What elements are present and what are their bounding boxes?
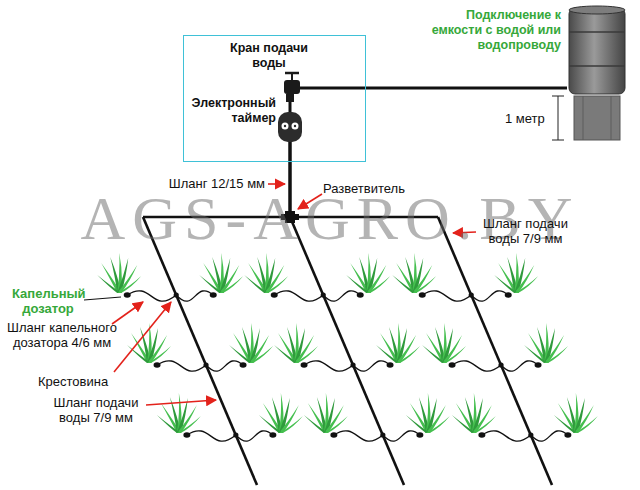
dripper-label: Капельный дозатор	[12, 286, 84, 316]
timer-label: Электронный таймер	[188, 96, 276, 126]
water-tank: Подключение к емкости с водой или водопр…	[567, 4, 627, 96]
hose-label: Шланг подачи воды 7/9 мм	[50, 395, 142, 425]
drip-hose-label: Шланг капельного дозатора 4/6 мм	[2, 320, 122, 350]
control-box: Кран подачи водыЭлектронный таймер	[183, 35, 366, 162]
faucet	[284, 73, 300, 102]
electronic-timer	[278, 112, 302, 142]
leader-line	[84, 297, 121, 300]
supply-pipe	[298, 87, 366, 90]
cross-label: Крестовина	[38, 374, 118, 389]
height-dimension	[552, 96, 564, 140]
supply-pipe	[366, 87, 567, 90]
splitter-label: Разветвитель	[323, 181, 423, 196]
faucet-label: Кран подачи воды	[223, 41, 315, 71]
barrel-outline	[567, 4, 627, 96]
supply-hose-7-9	[143, 217, 552, 485]
tank-caption: Подключение к емкости с водой или водопр…	[419, 8, 561, 53]
tank-stand	[574, 96, 620, 140]
hose-label: Шланг 12/15 мм	[140, 176, 265, 191]
dimension-label: 1 метр	[505, 111, 555, 126]
plant-rows	[97, 253, 598, 441]
hose-label: Шланг подачи воды 7/9 мм	[478, 216, 573, 246]
